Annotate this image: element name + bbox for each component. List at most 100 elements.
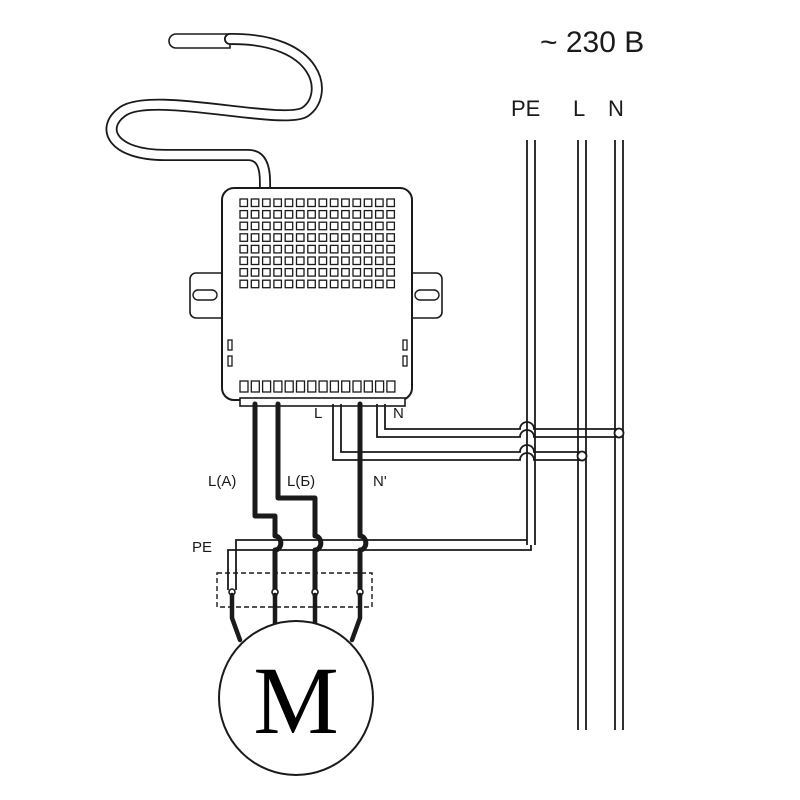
grille-hole: [386, 209, 396, 219]
motor-leads: [229, 592, 363, 643]
grille-hole: [374, 256, 384, 266]
wire-n-prime-label: N': [373, 473, 387, 490]
feed-l-inner: [340, 404, 582, 453]
grille-hole: [318, 209, 328, 219]
mount-ear-right: [409, 272, 443, 319]
terminal-slot: [318, 380, 328, 393]
bus-pe-label: PE: [511, 96, 540, 121]
grille-hole: [295, 198, 305, 208]
grille-hole: [273, 198, 283, 208]
grille-hole: [318, 244, 328, 254]
grille-hole: [374, 221, 384, 231]
wire-n-prime: [357, 401, 369, 598]
terminal-slot: [239, 380, 249, 393]
mount-ear-left: [189, 272, 223, 319]
grille-hole: [239, 256, 249, 266]
grille-hole: [363, 209, 373, 219]
grille-hole: [352, 244, 362, 254]
grille-hole: [239, 279, 249, 289]
grille-hole: [386, 221, 396, 231]
terminal-slot: [250, 380, 260, 393]
grille-hole: [261, 209, 271, 219]
grille-hole: [307, 267, 316, 277]
grille-hole: [261, 233, 271, 242]
terminal-slot: [363, 380, 373, 393]
grille-hole: [261, 267, 271, 277]
grille-hole: [307, 198, 316, 208]
grille-hole: [284, 256, 294, 266]
terminal-slot: [295, 380, 306, 393]
side-vent: [402, 339, 408, 351]
controller-unit: [189, 187, 443, 407]
side-vent: [402, 355, 408, 367]
grille-hole: [318, 221, 328, 231]
grille-hole: [386, 198, 396, 208]
grille-hole: [363, 267, 373, 277]
grille-hole: [239, 267, 249, 277]
grille-hole: [295, 267, 305, 277]
mount-slot-left: [192, 289, 218, 301]
lead-n: [349, 592, 363, 643]
grille-hole: [318, 256, 328, 266]
grille-hole: [250, 209, 260, 219]
grille-hole: [374, 267, 384, 277]
grille-hole: [239, 209, 249, 219]
wire-lb-label: L(Б): [287, 473, 315, 490]
grille-hole: [374, 209, 384, 219]
supply-buses: [526, 140, 624, 730]
grille-hole: [261, 244, 271, 254]
grille-hole: [261, 279, 271, 289]
motor-terminal-box: [216, 572, 373, 608]
feed-n-inner: [384, 404, 619, 430]
grille-hole: [250, 233, 260, 242]
terminal-slot: [352, 380, 362, 393]
grille-hole: [318, 267, 328, 277]
controller-terminals: [239, 380, 396, 393]
grille-hole: [341, 267, 350, 277]
grille-hole: [329, 244, 339, 254]
grille-hole: [273, 233, 283, 242]
grille-hole: [341, 279, 350, 289]
grille-hole: [363, 233, 373, 242]
terminal-slot: [386, 380, 396, 393]
grille-hole: [261, 221, 271, 231]
grille-hole: [284, 221, 294, 231]
grille-hole: [307, 221, 316, 231]
grille-hole: [386, 233, 396, 242]
grille-hole: [307, 233, 316, 242]
grille-hole: [352, 198, 362, 208]
grille-hole: [250, 256, 260, 266]
grille-hole: [273, 267, 283, 277]
grille-hole: [307, 279, 316, 289]
grille-hole: [341, 209, 350, 219]
terminal-n-label: N: [393, 405, 404, 422]
grille-hole: [352, 221, 362, 231]
grille-hole: [341, 256, 350, 266]
terminal-slot: [329, 380, 340, 393]
grille-hole: [341, 233, 350, 242]
controller-bottom-tab: [239, 397, 406, 407]
wire-la: [252, 401, 284, 598]
grille-hole: [341, 221, 350, 231]
grille-hole: [386, 244, 396, 254]
grille-hole: [239, 233, 249, 242]
supply-feed-wires: [332, 404, 625, 462]
grille-hole: [374, 233, 384, 242]
grille-hole: [329, 221, 339, 231]
grille-hole: [307, 209, 316, 219]
grille-hole: [250, 244, 260, 254]
bus-n-label: N: [608, 96, 624, 121]
motor-symbol: M: [253, 647, 338, 754]
grille-hole: [352, 233, 362, 242]
grille-hole: [239, 198, 249, 208]
grille-hole: [261, 256, 271, 266]
grille-hole: [329, 209, 339, 219]
side-vent: [227, 355, 233, 367]
terminal-slot: [307, 380, 317, 393]
grille-hole: [318, 279, 328, 289]
junction-n: [613, 427, 625, 439]
wire-la-label: L(A): [208, 473, 236, 490]
grille-hole: [295, 233, 305, 242]
